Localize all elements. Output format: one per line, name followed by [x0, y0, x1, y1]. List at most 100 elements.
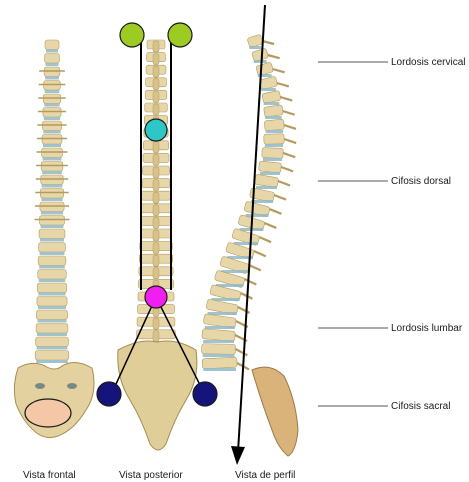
posterior-spinous-process — [153, 79, 159, 90]
profile-disc — [205, 326, 235, 329]
frontal-view-label: Vista frontal — [23, 470, 76, 481]
profile-vertebrae — [202, 34, 297, 371]
frontal-vertebra — [42, 121, 61, 131]
frontal-disc — [38, 293, 65, 296]
profile-disc — [246, 214, 269, 217]
posterior-spinous-process — [153, 318, 159, 329]
posterior-spinous-process — [153, 255, 159, 266]
profile-disc — [263, 158, 282, 161]
frontal-vertebra — [41, 162, 63, 172]
profile-vertebra — [256, 62, 274, 76]
posterior-spinous-process — [153, 192, 159, 203]
profile-disc — [264, 102, 280, 105]
frontal-disc — [38, 320, 67, 323]
posterior-spinous-process — [153, 230, 159, 241]
frontal-vertebra — [44, 67, 60, 77]
posterior-spinous-process — [153, 180, 159, 191]
frontal-vertebra — [42, 135, 62, 145]
frontal-vertebra — [38, 270, 66, 280]
posterior-spinous-process — [153, 205, 159, 216]
profile-vertebra — [264, 119, 284, 131]
profile-disc — [260, 172, 280, 175]
posterior-spinous-process — [153, 41, 159, 52]
posterior-view-label: Vista posterior — [119, 470, 183, 481]
profile-spinous-process — [277, 83, 289, 86]
left-pelvis-marker — [97, 382, 121, 406]
frontal-disc — [41, 198, 62, 201]
profile-vertebra — [247, 34, 263, 48]
frontal-vertebra — [35, 351, 69, 361]
frontal-disc — [45, 90, 60, 93]
frontal-vertebra — [40, 189, 63, 199]
frontal-vertebra — [45, 40, 59, 50]
profile-disc — [249, 46, 261, 49]
frontal-vertebra — [45, 54, 60, 64]
frontal-vertebra — [44, 81, 61, 91]
profile-disc — [203, 354, 235, 357]
profile-vertebra — [262, 148, 284, 159]
frontal-view-spine — [14, 40, 94, 438]
posterior-spinous-process — [153, 167, 159, 178]
frontal-vertebra — [43, 94, 60, 104]
frontal-vertebrae — [34, 40, 69, 363]
posterior-view-spine — [97, 23, 217, 450]
profile-spinous-process — [278, 181, 290, 186]
frontal-disc — [40, 252, 65, 255]
profile-spinous-process — [262, 41, 274, 44]
frontal-pelvis-marker — [25, 399, 71, 427]
profile-spinous-process — [274, 195, 286, 200]
left-shoulder-marker — [120, 23, 144, 47]
profile-vertebra — [264, 134, 285, 145]
profile-view-spine — [202, 5, 388, 465]
posterior-spinous-process — [153, 243, 159, 254]
profile-spinous-process — [268, 55, 280, 58]
frontal-disc — [40, 239, 64, 242]
lumbar-label: Lordosis lumbar — [391, 323, 463, 334]
frontal-disc — [37, 347, 68, 350]
plumb-line-arrowhead — [231, 446, 245, 465]
profile-vertebra — [202, 329, 236, 342]
profile-disc — [261, 88, 276, 91]
sacral-label: Cifosis sacral — [391, 401, 450, 412]
frontal-vertebra — [43, 108, 61, 118]
profile-spinous-process — [235, 349, 247, 355]
profile-spinous-process — [254, 251, 266, 256]
posterior-spinous-process — [153, 104, 159, 115]
lumbar-marker — [145, 286, 167, 308]
frontal-disc — [43, 158, 62, 161]
frontal-disc — [44, 104, 59, 107]
profile-spinous-process — [284, 139, 296, 143]
frontal-disc — [41, 212, 63, 215]
frontal-disc — [43, 144, 61, 147]
profile-disc — [265, 116, 282, 119]
profile-spinous-process — [284, 125, 296, 129]
frontal-disc — [40, 225, 63, 228]
profile-vertebra — [252, 48, 269, 62]
posterior-spinous-process — [153, 331, 159, 342]
frontal-vertebra — [41, 175, 64, 185]
profile-spinous-process — [264, 223, 276, 228]
profile-spinous-process — [238, 307, 250, 313]
posterior-spinous-process — [153, 54, 159, 65]
thoracic-marker — [145, 119, 167, 141]
cervical-label: Lordosis cervical — [391, 57, 465, 68]
frontal-vertebra — [37, 283, 66, 293]
profile-spinous-process — [259, 237, 271, 242]
profile-disc — [203, 368, 236, 371]
profile-vertebra — [254, 174, 278, 188]
frontal-disc — [38, 306, 66, 309]
frontal-disc — [42, 185, 63, 188]
right-shoulder-marker — [168, 23, 192, 47]
profile-spinous-process — [283, 153, 295, 157]
profile-spinous-process — [269, 209, 281, 214]
posterior-spinous-process — [153, 217, 159, 228]
frontal-disc — [46, 50, 58, 53]
frontal-vertebra — [42, 148, 63, 158]
profile-disc — [266, 130, 283, 133]
profile-spinous-process — [249, 265, 261, 270]
frontal-vertebra — [39, 229, 65, 239]
dorsal-label: Cifosis dorsal — [391, 176, 451, 187]
frontal-disc — [43, 131, 60, 134]
frontal-vertebra — [37, 310, 68, 320]
